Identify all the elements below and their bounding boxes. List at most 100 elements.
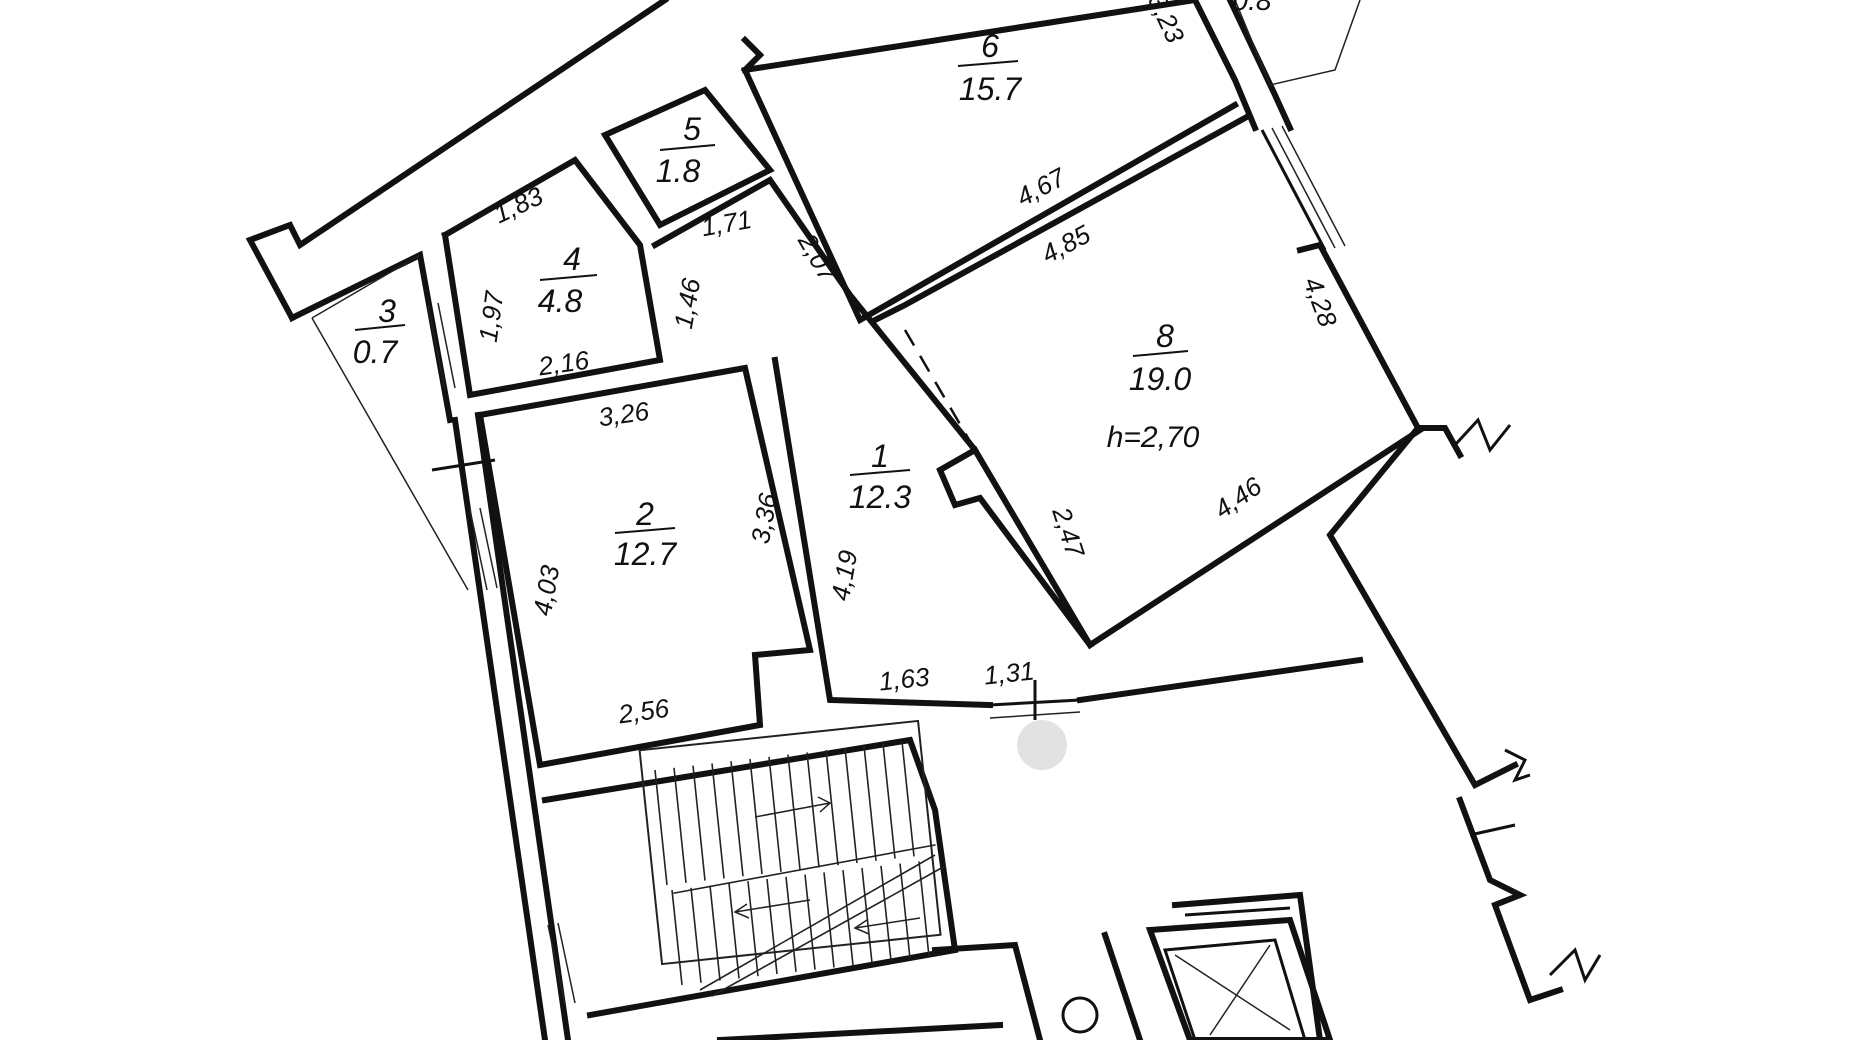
- room-number: 4: [563, 241, 581, 277]
- stair-tread: [692, 765, 706, 881]
- window-tick-right: [1469, 823, 1516, 837]
- room-number: 1: [871, 438, 889, 474]
- room3-edge-top: [311, 254, 421, 319]
- outer-walls: [245, 0, 1602, 1040]
- wall-right-tail: [1456, 796, 1564, 1004]
- window-right-room8: [1260, 125, 1346, 251]
- dimension-label: 1,71: [699, 204, 754, 242]
- room-label-8: 8 19.0: [1129, 318, 1191, 397]
- dimension-label: 2,16: [536, 345, 592, 382]
- dimension-label: 1,46: [668, 275, 706, 331]
- dimension-label: 3,23: [1142, 0, 1191, 48]
- wall-left-lower-outer: [451, 416, 549, 1040]
- stair-tread: [863, 745, 877, 861]
- stair-tread: [671, 889, 683, 986]
- stair-tread: [785, 876, 797, 972]
- window-left: [427, 302, 576, 1006]
- stair-tread: [690, 887, 702, 983]
- room4-walls: [440, 156, 664, 399]
- room-labels: 1 12.3 2 12.7 3 0.7 4 4.8 5 1.8 6 15.7: [353, 0, 1272, 572]
- room5-walls: [600, 86, 775, 229]
- room-label-4: 4 4.8: [538, 241, 598, 319]
- balcony-outline: [1234, 0, 1361, 86]
- stair-tread: [806, 752, 820, 868]
- dimension-label: 1,31: [982, 655, 1035, 690]
- stair-tread: [787, 754, 801, 870]
- room8-top-wall: [870, 113, 1250, 325]
- wall-lower-mid-right: [1101, 931, 1144, 1040]
- room-number: 8: [1156, 318, 1174, 354]
- stair-tread: [709, 885, 721, 981]
- room-label-6: 6 15.7: [957, 28, 1022, 107]
- room-number: 3: [378, 293, 396, 329]
- room-number: 2: [635, 496, 654, 532]
- room-area: 1.8: [656, 153, 701, 189]
- wall-notch-top: [740, 35, 765, 75]
- dimension-label: 4,19: [825, 548, 863, 603]
- room-number: 6: [981, 28, 999, 64]
- wall-right-upper-outer: [1226, 0, 1294, 132]
- ceiling-height-label: h=2,70: [1107, 421, 1200, 454]
- room6-top-wall: [741, 0, 1199, 74]
- dimension-labels: 3,26 4,03 3,36 2,56 4,19 1,71 2,07 1,46 …: [473, 0, 1344, 730]
- dimension-label: 3,26: [597, 396, 652, 433]
- wall-left-lower-inner: [474, 411, 572, 1040]
- dimension-label: 2,47: [1046, 503, 1091, 563]
- stair-tread: [844, 747, 858, 864]
- room-number: 5: [683, 111, 701, 147]
- room2-walls: [476, 364, 814, 769]
- room-label-1: 1 12.3: [849, 438, 911, 515]
- room8-bottom-wall: [1085, 425, 1425, 650]
- stair-hall-walls: [541, 736, 959, 1019]
- break-mark-right-lower: [1504, 748, 1531, 783]
- stair-tread: [918, 861, 930, 957]
- partial-area-label: 0.8: [1233, 0, 1272, 16]
- stair-tread: [804, 874, 816, 970]
- room-area: 19.0: [1129, 361, 1191, 397]
- stair-flight: [638, 719, 946, 997]
- wall-lower-mid: [931, 941, 1044, 1040]
- room-area: 15.7: [959, 71, 1022, 107]
- stair-tread: [654, 769, 668, 886]
- room6-bottom-wall: [741, 66, 1240, 325]
- room1-right-wall: [650, 176, 1095, 650]
- stair-tread: [842, 870, 854, 966]
- stair-tread: [711, 763, 725, 879]
- stair-tread: [861, 867, 873, 964]
- stair-tread: [901, 741, 915, 857]
- room1-room8-dashed-opening: [903, 329, 977, 451]
- shaded-dot-marker: [1017, 720, 1067, 770]
- stair-tread: [766, 878, 778, 975]
- break-mark-bottom-right: [1548, 947, 1602, 984]
- stair-tread: [747, 881, 759, 977]
- dimension-label: 2,56: [616, 693, 672, 730]
- room1-left-wall: [771, 356, 994, 709]
- dimension-label: 4,03: [527, 562, 565, 618]
- room-area: 12.3: [849, 479, 911, 515]
- stair-tread: [728, 883, 740, 979]
- wall-right-upper: [1191, 0, 1259, 132]
- entry-door: [989, 680, 1081, 720]
- room-area: 12.7: [614, 536, 677, 572]
- room-label-2: 2 12.7: [614, 496, 677, 572]
- dimension-label: 1,63: [877, 661, 931, 696]
- hall-top-wall: [1076, 656, 1364, 704]
- stair-tread: [899, 863, 911, 959]
- dimension-label: 1,83: [489, 180, 548, 229]
- dimension-label: 4,46: [1209, 471, 1268, 525]
- dimension-label: 3,36: [745, 490, 783, 546]
- facade-wall-upper: [245, 0, 670, 323]
- stair-tread: [882, 743, 896, 859]
- stair-arrows: [733, 796, 921, 935]
- stair-tread: [730, 761, 744, 877]
- wall-right-lower: [1326, 423, 1520, 789]
- elevator-shaft: [1145, 891, 1334, 1040]
- stair-tread: [768, 756, 782, 872]
- dimension-label: 1,97: [473, 288, 510, 344]
- stair-tread: [880, 865, 892, 961]
- wall-bottom: [716, 1021, 1004, 1040]
- stair-tread: [673, 767, 687, 883]
- room1-notch: [936, 445, 1095, 650]
